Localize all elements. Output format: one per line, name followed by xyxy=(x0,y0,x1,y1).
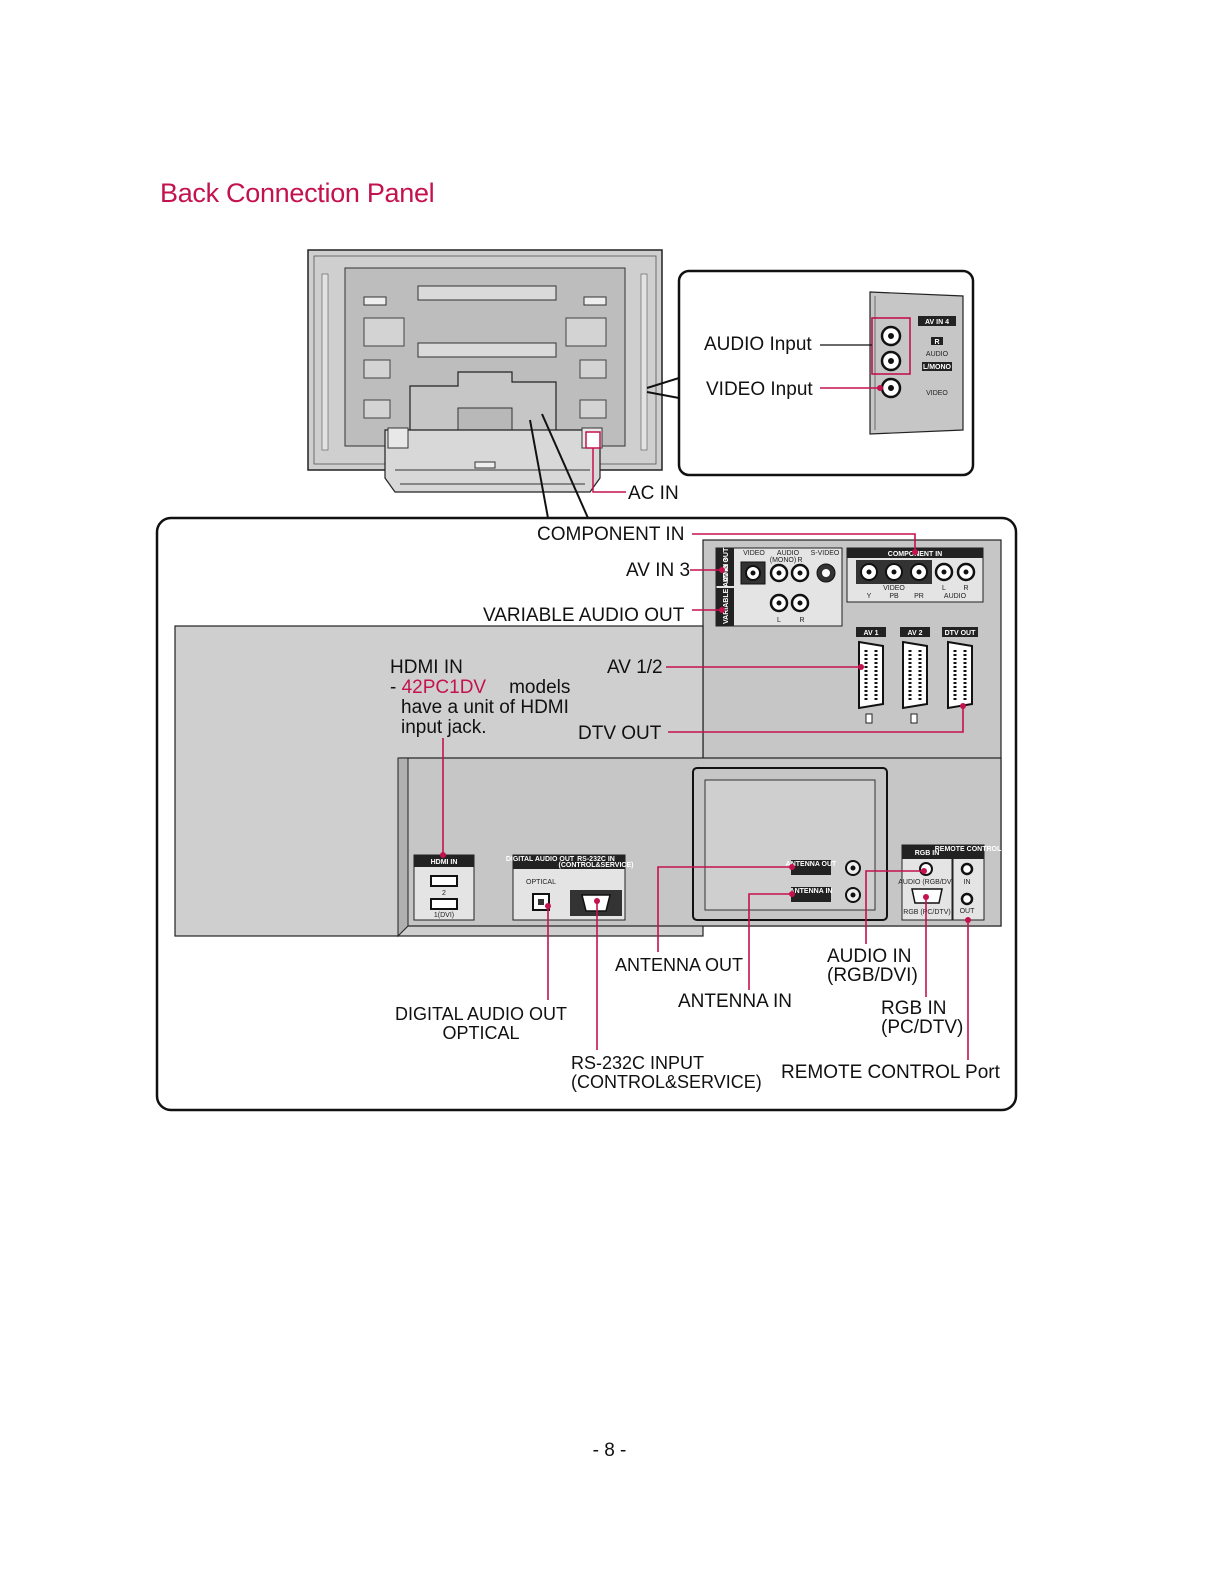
variable-audio-out-label: VARIABLE AUDIO OUT xyxy=(483,605,685,626)
av3-r-label: R xyxy=(797,557,802,564)
scart-dtv-out xyxy=(947,640,973,710)
ac-in-label: AC IN xyxy=(628,483,679,504)
audio-panel-label: AUDIO xyxy=(926,351,949,358)
remote-in-label: IN xyxy=(964,879,971,886)
av3-mono-label: (MONO) xyxy=(770,557,796,564)
audio-rgb-dvi-panel-label: AUDIO (RGB/DVI) xyxy=(898,879,956,886)
antenna-bay: ANTENNA OUT ANTENNA IN xyxy=(692,767,888,921)
video-jack xyxy=(880,377,902,399)
component-in-label: COMPONENT IN xyxy=(537,524,685,545)
hdmi-model: 42PC1DV xyxy=(401,677,487,698)
av-in-3-label: AV IN 3 xyxy=(626,560,691,581)
digital-audio-out-label-2: OPTICAL xyxy=(442,1023,520,1043)
hdmi-2-label: 2 xyxy=(442,890,446,897)
rgb-pc-dtv-panel-label: RGB (PC/DTV) xyxy=(903,909,950,916)
digital-rs232-panel: DIGITAL AUDIO OUT RS-232C IN (CONTROL&SE… xyxy=(506,854,634,921)
optical-panel-label: OPTICAL xyxy=(526,879,556,886)
component-y-label: Y xyxy=(867,593,872,600)
rgb-in-label-2: (PC/DTV) xyxy=(881,1017,964,1038)
remote-out-label: OUT xyxy=(960,908,976,915)
component-video-label: VIDEO xyxy=(883,585,905,592)
hdmi-1dvi-label: 1(DVI) xyxy=(434,912,454,919)
audio-input-label: AUDIO Input xyxy=(704,334,812,355)
av-1-2-label: AV 1/2 xyxy=(607,657,663,678)
rs232c-in-panel-label: RS-232C IN xyxy=(577,856,615,863)
scart-av1 xyxy=(858,640,884,710)
av3-audio-label: AUDIO xyxy=(777,550,800,557)
tv-back-illustration xyxy=(307,249,680,519)
control-service-panel-label: (CONTROL&SERVICE) xyxy=(559,862,634,869)
hdmi-note-line3: input jack. xyxy=(401,717,487,738)
main-panel-box: AV IN 3 VIDEO AUDIO (MONO) R S-VIDEO VAR… xyxy=(155,385,1018,1112)
video-input-label: VIDEO Input xyxy=(706,379,813,400)
digital-audio-out-panel-label: DIGITAL AUDIO OUT xyxy=(506,856,575,863)
component-audio-label: AUDIO xyxy=(944,593,967,600)
audio-in-rgb-dvi-label-1: AUDIO IN xyxy=(827,946,912,967)
antenna-in-panel-label: ANTENNA IN xyxy=(790,888,833,895)
scart-av2 xyxy=(902,640,928,710)
hdmi-in-panel-label: HDMI IN xyxy=(431,859,458,866)
antenna-out-panel-label: ANTENNA OUT xyxy=(786,861,837,868)
var-audio-tab-label: VARIABLE AUDIO OUT xyxy=(723,547,730,624)
page-title: Back Connection Panel xyxy=(160,178,435,208)
hdmi-note-line1: - 42PC1DV models xyxy=(390,677,570,698)
hdmi-in-label: HDMI IN xyxy=(390,657,463,678)
var-l-label: L xyxy=(777,617,781,624)
rgb-in-panel-label: RGB IN xyxy=(915,850,940,857)
remote-control-port-label: REMOTE CONTROL Port xyxy=(781,1062,1000,1083)
r-panel-label: R xyxy=(934,339,939,346)
remote-control-panel-label: REMOTE CONTROL xyxy=(935,846,1002,853)
hdmi-note-prefix: - xyxy=(390,677,402,698)
leader-lines xyxy=(442,533,969,1060)
rs232c-label-2: (CONTROL&SERVICE) xyxy=(571,1072,762,1092)
av1-panel-label: AV 1 xyxy=(863,630,878,637)
component-l-label: L xyxy=(942,585,946,592)
hdmi-note-line2: have a unit of HDMI xyxy=(401,697,569,718)
var-r-label: R xyxy=(799,617,804,624)
av2-panel-label: AV 2 xyxy=(907,630,922,637)
digital-audio-out-label-1: DIGITAL AUDIO OUT xyxy=(394,1004,568,1024)
video-panel-label: VIDEO xyxy=(926,390,948,397)
page-number: - 8 - xyxy=(592,1440,627,1461)
leader-dots xyxy=(440,385,971,923)
av-in-4-panel-label: AV IN 4 xyxy=(925,319,949,326)
l-mono-panel-label: L/MONO xyxy=(923,364,952,371)
audio-r-jack xyxy=(880,325,902,347)
component-pb-label: PB xyxy=(889,593,899,600)
component-r-label: R xyxy=(963,585,968,592)
hdmi-note-models: models xyxy=(509,677,571,698)
av-in-4-callout-box: AV IN 4 R AUDIO L/MONO VIDEO xyxy=(677,269,975,477)
rgb-remote-panel: RGB IN AUDIO (RGB/DVI) RGB (PC/DTV) REMO… xyxy=(898,844,1002,921)
antenna-out-label: ANTENNA OUT xyxy=(615,955,744,975)
rgb-in-label-1: RGB IN xyxy=(881,998,947,1019)
antenna-in-label: ANTENNA IN xyxy=(678,991,793,1012)
rs232c-label-1: RS-232C INPUT xyxy=(571,1053,705,1073)
hdmi-panel: HDMI IN 2 1(DVI) xyxy=(413,854,475,921)
dtv-out-panel-label: DTV OUT xyxy=(945,630,976,637)
audio-in-rgb-dvi-label-2: (RGB/DVI) xyxy=(827,965,918,986)
av3-svideo-label: S-VIDEO xyxy=(811,550,840,557)
audio-l-jack xyxy=(880,350,902,372)
av3-video-label: VIDEO xyxy=(743,550,765,557)
av3-tab-label: AV IN 3 xyxy=(723,558,730,582)
component-pr-label: PR xyxy=(914,593,924,600)
dtv-out-label: DTV OUT xyxy=(578,723,662,744)
